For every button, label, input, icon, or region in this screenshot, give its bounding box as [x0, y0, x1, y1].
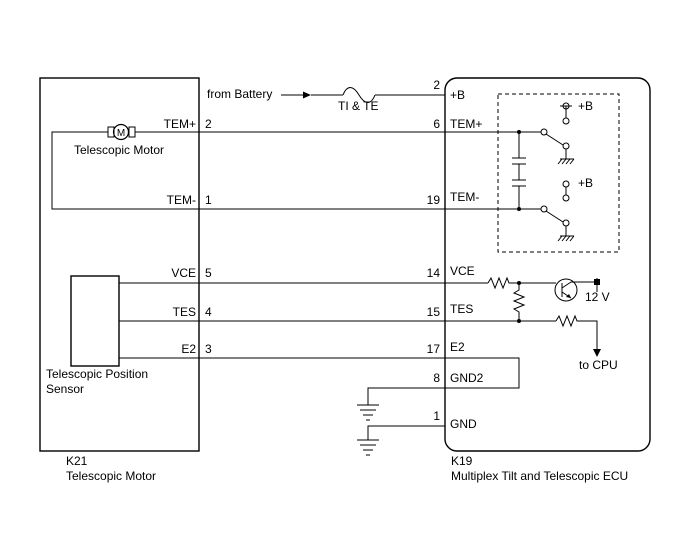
k19-pin-number-17: 17 [427, 342, 441, 356]
k19-pin-name-tes: TES [450, 302, 473, 316]
fuse-label: TI & TE [338, 99, 378, 113]
k19-pin-name-plus-b: +B [450, 88, 465, 102]
relay-supply-label-2: +B [578, 176, 593, 190]
motor-symbol: M [107, 123, 136, 141]
ground-symbol-gnd [357, 439, 379, 456]
voltage-label: 12 V [585, 290, 610, 304]
k19-pin-number-1: 1 [433, 409, 440, 423]
motor-wire-loop [51, 131, 199, 210]
k19-pin-number-19: 19 [427, 193, 441, 207]
sensor-label-line2: Sensor [46, 382, 84, 396]
k19-ecu-box [444, 77, 651, 452]
cpu-label: to CPU [579, 358, 618, 372]
ground-symbol-gnd2 [357, 404, 379, 421]
k19-pin-number-14: 14 [427, 266, 441, 280]
k19-pin-number-6: 6 [433, 117, 440, 131]
battery-arrow-head [303, 91, 311, 99]
motor-symbol-letter: M [117, 128, 125, 139]
k19-pin-number-15: 15 [427, 305, 441, 319]
k19-pin-number-8: 8 [433, 371, 440, 385]
k21-pin-number-4: 4 [205, 305, 212, 319]
relay-circuit [512, 102, 575, 242]
k21-pin-number-5: 5 [205, 266, 212, 280]
k19-pin-name-gnd: GND [450, 417, 477, 431]
k21-connector-box [39, 77, 200, 452]
k19-pin-name-gnd2: GND2 [450, 371, 484, 385]
k19-pin-name-vce: VCE [450, 264, 475, 278]
k19-pin-name-e2: E2 [450, 340, 465, 354]
vce-tes-internal-circuit [487, 276, 601, 357]
battery-label: from Battery [207, 87, 272, 101]
k21-pin-number-1: 1 [205, 193, 212, 207]
motor-label: Telescopic Motor [74, 143, 164, 157]
k19-name: Multiplex Tilt and Telescopic ECU [451, 469, 628, 483]
k21-name: Telescopic Motor [66, 469, 156, 483]
k21-pin-name-e2: E2 [181, 342, 196, 356]
fuse-symbol [342, 87, 376, 103]
k21-id: K21 [66, 454, 88, 468]
k21-pin-number-2: 2 [205, 117, 212, 131]
relay-supply-label-1: +B [578, 99, 593, 113]
k19-pin-name-tem-plus: TEM+ [450, 117, 482, 131]
k21-pin-name-tem-minus: TEM- [167, 193, 196, 207]
relay-dashed-box [497, 93, 620, 253]
k21-pin-number-3: 3 [205, 342, 212, 356]
k19-pin-number-2: 2 [433, 78, 440, 92]
position-sensor-box [70, 275, 120, 367]
k21-pin-name-tem-plus: TEM+ [164, 117, 196, 131]
wire-gnd [367, 425, 445, 440]
k21-pin-name-vce: VCE [171, 266, 196, 280]
k21-pin-name-tes: TES [173, 305, 196, 319]
sensor-label-line1: Telescopic Position [46, 367, 148, 381]
k19-id: K19 [451, 454, 473, 468]
k19-pin-name-tem-minus: TEM- [450, 190, 479, 204]
wire-e2 [119, 357, 520, 405]
